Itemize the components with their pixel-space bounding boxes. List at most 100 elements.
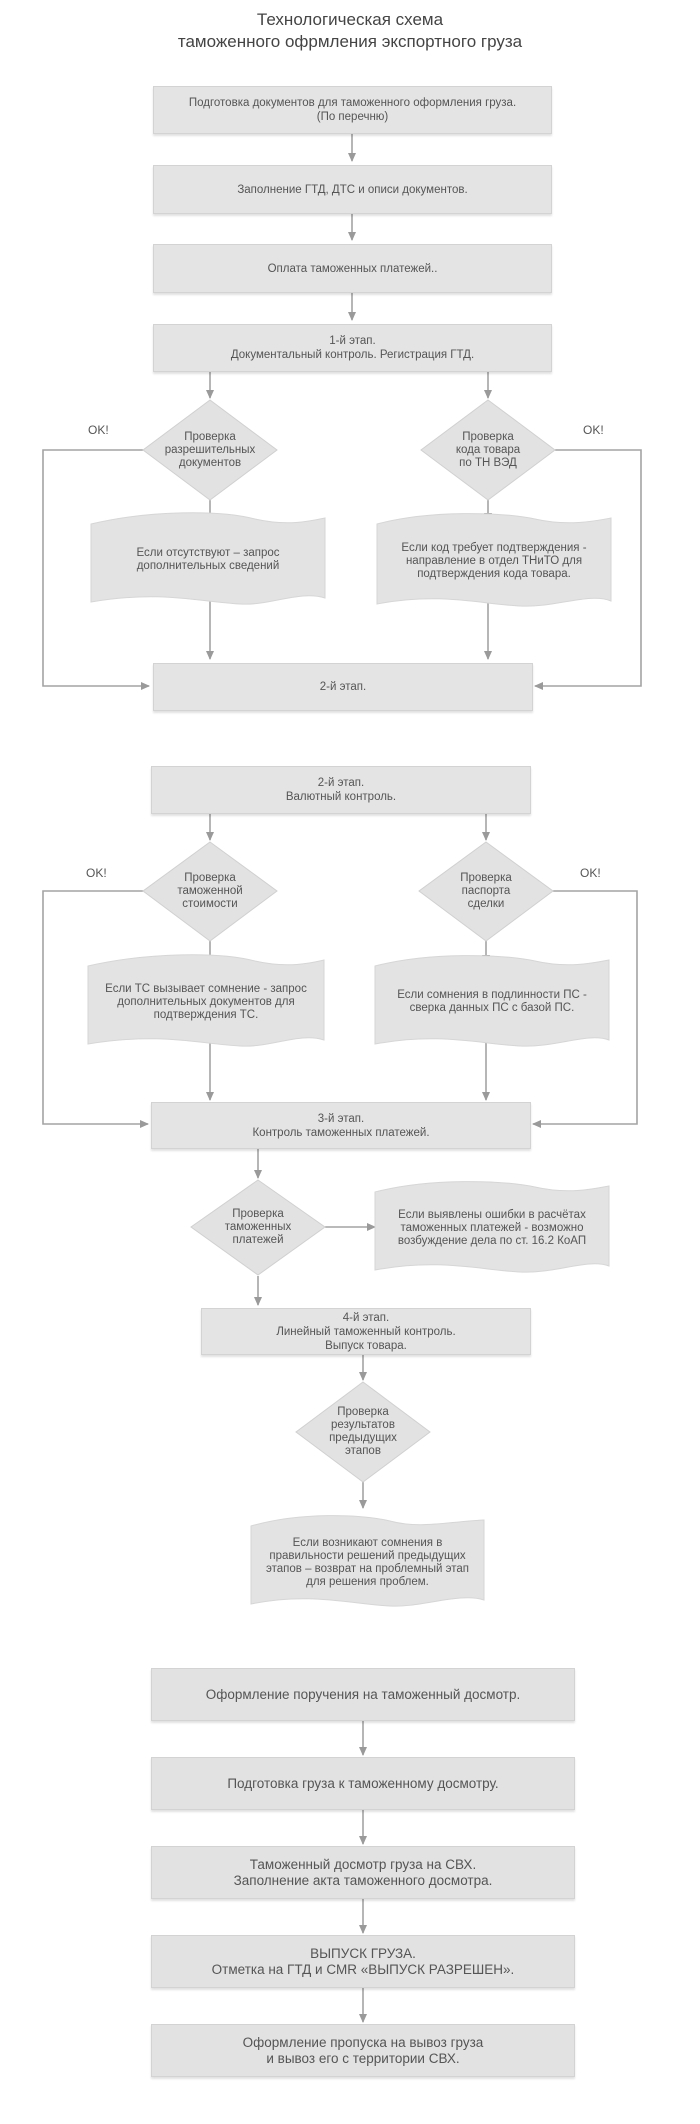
step-prepare-documents-line-1: Подготовка документов для таможенного оф… [188, 97, 517, 109]
step-prepare-cargo: Подготовка груза к таможенному досмотру. [151, 1757, 575, 1810]
stage-1-line-2: Документальный контроль. Регистрация ГТД… [230, 349, 475, 361]
diamond-shape-d2 [420, 399, 556, 501]
note-missing-permits-line-2: дополнительных сведений [136, 560, 280, 572]
ok-loop-d3 [42, 890, 149, 1128]
stage-2-currency-control: 2-й этап. Валютный контроль. [151, 766, 531, 814]
step-prepare-documents: Подготовка документов для таможенного оф… [153, 86, 552, 134]
note-code-confirmation-line-3: подтверждения кода товара. [417, 567, 571, 580]
step-cargo-release-line-1: ВЫПУСК ГРУЗА. [310, 1945, 416, 1961]
ok-label-deal-passport: OK! [580, 866, 601, 880]
note-payment-errors-line-1: Если выявлены ошибки в расчётах [398, 1208, 586, 1221]
step-fill-declarations: Заполнение ГТД, ДТС и описи документов. [153, 165, 552, 214]
stage-4-line-1: 4-й этап. [342, 1311, 390, 1324]
stage-4-line-2: Линейный таможенный контроль. [276, 1325, 456, 1338]
check-customs-value-line-3: стоимости [182, 897, 238, 910]
diamond-shape-d5 [190, 1179, 326, 1276]
check-customs-value-line-2: таможенной [177, 884, 243, 897]
check-permits-line-1: Проверка [184, 430, 236, 443]
note-payment-errors-line-2: таможенных платежей - возможно [400, 1221, 584, 1234]
step-inspection-order-line-1: Оформление поручения на таможенный досмо… [205, 1686, 521, 1702]
diamond-shape-d4 [418, 841, 554, 942]
check-hs-code-line-2: кода товара [455, 443, 521, 456]
step-pay-duties: Оплата таможенных платежей.. [153, 244, 552, 293]
step-customs-inspection-line-1: Таможенный досмотр груза на СВХ. [249, 1856, 477, 1872]
stage-2-line-1: 2-й этап. [317, 777, 365, 789]
check-deal-passport-diamond: Проверка паспорта сделки [434, 861, 538, 921]
step-fill-declarations-line-1: Заполнение ГТД, ДТС и описи документов. [237, 183, 468, 196]
step-inspection-order: Оформление поручения на таможенный досмо… [151, 1668, 575, 1721]
wave-shape-w4 [374, 955, 610, 1047]
note-missing-permits: Если отсутствуют – запрос дополнительных… [95, 522, 321, 598]
check-payments-line-2: таможенных [224, 1220, 292, 1233]
check-customs-value-diamond: Проверка таможенной стоимости [158, 861, 262, 921]
stage-2-line-2: Валютный контроль. [285, 791, 397, 803]
note-missing-permits-line-1: Если отсутствуют – запрос [136, 547, 280, 559]
note-value-doubt-line-3: подтверждения ТС. [153, 1008, 259, 1021]
check-previous-stages-line-1: Проверка [337, 1406, 389, 1418]
ok-loop-d2 [534, 449, 642, 690]
step-prepare-documents-line-2: (По перечню) [316, 111, 389, 123]
stage-3-line-1: 3-й этап. [317, 1112, 365, 1125]
note-return-to-stage-line-4: для решения проблем. [306, 1576, 429, 1588]
check-permits-diamond: Проверка разрешительных документов [158, 420, 262, 480]
step-customs-inspection: Таможенный досмотр груза на СВХ. Заполне… [151, 1846, 575, 1899]
check-hs-code-line-1: Проверка [462, 430, 514, 443]
step-exit-pass-line-2: и вывоз его с территории СВХ. [266, 2050, 460, 2066]
step-exit-pass-line-1: Оформление пропуска на вывоз груза [242, 2034, 484, 2050]
wave-shape-w2 [376, 513, 612, 607]
ok-loop-d1 [42, 449, 150, 690]
stage-4-line-control: 4-й этап. Линейный таможенный контроль. … [201, 1308, 531, 1355]
note-return-to-stage-line-3: этапов – возврат на проблемный этап [266, 1563, 469, 1575]
stage-3-payment-control: 3-й этап. Контроль таможенных платежей. [151, 1102, 531, 1149]
step-cargo-release-line-2: Отметка на ГТД и СМR «ВЫПУСК РАЗРЕШЕН». [211, 1961, 515, 1977]
check-hs-code-line-3: по ТН ВЭД [459, 456, 517, 469]
note-payment-errors-line-3: возбуждение дела по ст. 16.2 КоАП [397, 1234, 587, 1247]
stage-1-document-control: 1-й этап. Документальный контроль. Регис… [153, 324, 552, 372]
check-hs-code-diamond: Проверка кода товара по ТН ВЭД [436, 420, 540, 480]
check-previous-stages-line-4: этапов [345, 1445, 381, 1457]
ok-label-hs-code: OK! [583, 423, 604, 437]
ok-label-customs-value: OK! [86, 866, 107, 880]
note-value-doubt-line-2: дополнительных документов для [117, 995, 295, 1008]
diamond-shape-d3 [142, 841, 278, 942]
diamond-shape-d6 [295, 1381, 431, 1483]
check-deal-passport-line-1: Проверка [460, 871, 512, 884]
check-payments-diamond: Проверка таможенных платежей [206, 1197, 310, 1257]
check-permits-line-2: разрешительных [164, 443, 256, 456]
step-prepare-cargo-line-1: Подготовка груза к таможенному досмотру. [227, 1775, 499, 1791]
note-return-to-stage-line-2: правильности решений предыдущих [269, 1550, 466, 1562]
stage-3-line-2: Контроль таможенных платежей. [252, 1126, 430, 1139]
ok-label-permits: OK! [88, 423, 109, 437]
step-pay-duties-line-1: Оплата таможенных платежей.. [267, 262, 438, 275]
note-value-doubt: Если ТС вызывает сомнение - запрос допол… [91, 964, 321, 1040]
note-return-to-stage-line-1: Если возникают сомнения в [292, 1537, 443, 1549]
wave-shape-w3 [87, 954, 325, 1047]
diagram-title-line-2: таможенного офрмления экспортного груза [177, 32, 523, 51]
wave-shape-w6 [250, 1515, 485, 1607]
note-code-confirmation-line-2: направление в отдел ТНиТО для [405, 554, 583, 567]
note-passport-doubt-line-2: сверка данных ПС с базой ПС. [409, 1002, 575, 1014]
check-customs-value-line-1: Проверка [184, 871, 236, 884]
note-payment-errors: Если выявлены ошибки в расчётах таможенн… [378, 1190, 606, 1266]
check-previous-stages-line-2: результатов [331, 1419, 395, 1431]
stage-1-line-1: 1-й этап. [329, 335, 376, 347]
note-code-confirmation: Если код требует подтверждения - направл… [380, 522, 608, 600]
check-permits-line-3: документов [178, 456, 242, 469]
note-passport-doubt: Если сомнения в подлинности ПС - сверка … [378, 964, 606, 1040]
wave-shape-w1 [90, 512, 326, 605]
note-value-doubt-line-1: Если ТС вызывает сомнение - запрос [105, 982, 307, 995]
wave-shape-w5 [374, 1181, 610, 1273]
note-passport-doubt-line-1: Если сомнения в подлинности ПС - [397, 989, 587, 1001]
note-return-to-stage: Если возникают сомнения в правильности р… [254, 1524, 481, 1602]
stage-2-target: 2-й этап. [153, 663, 533, 711]
check-deal-passport-line-2: паспорта [461, 884, 511, 897]
diagram-title-line-1: Технологическая схема [256, 10, 444, 29]
diamond-shape-d1 [142, 399, 278, 501]
note-code-confirmation-line-1: Если код требует подтверждения - [401, 541, 587, 554]
step-cargo-release: ВЫПУСК ГРУЗА. Отметка на ГТД и СМR «ВЫПУ… [151, 1935, 575, 1988]
check-payments-line-3: платежей [232, 1233, 284, 1246]
check-deal-passport-line-3: сделки [467, 897, 505, 910]
ok-loop-d4 [532, 890, 638, 1128]
check-previous-stages-line-3: предыдущих [329, 1432, 397, 1444]
